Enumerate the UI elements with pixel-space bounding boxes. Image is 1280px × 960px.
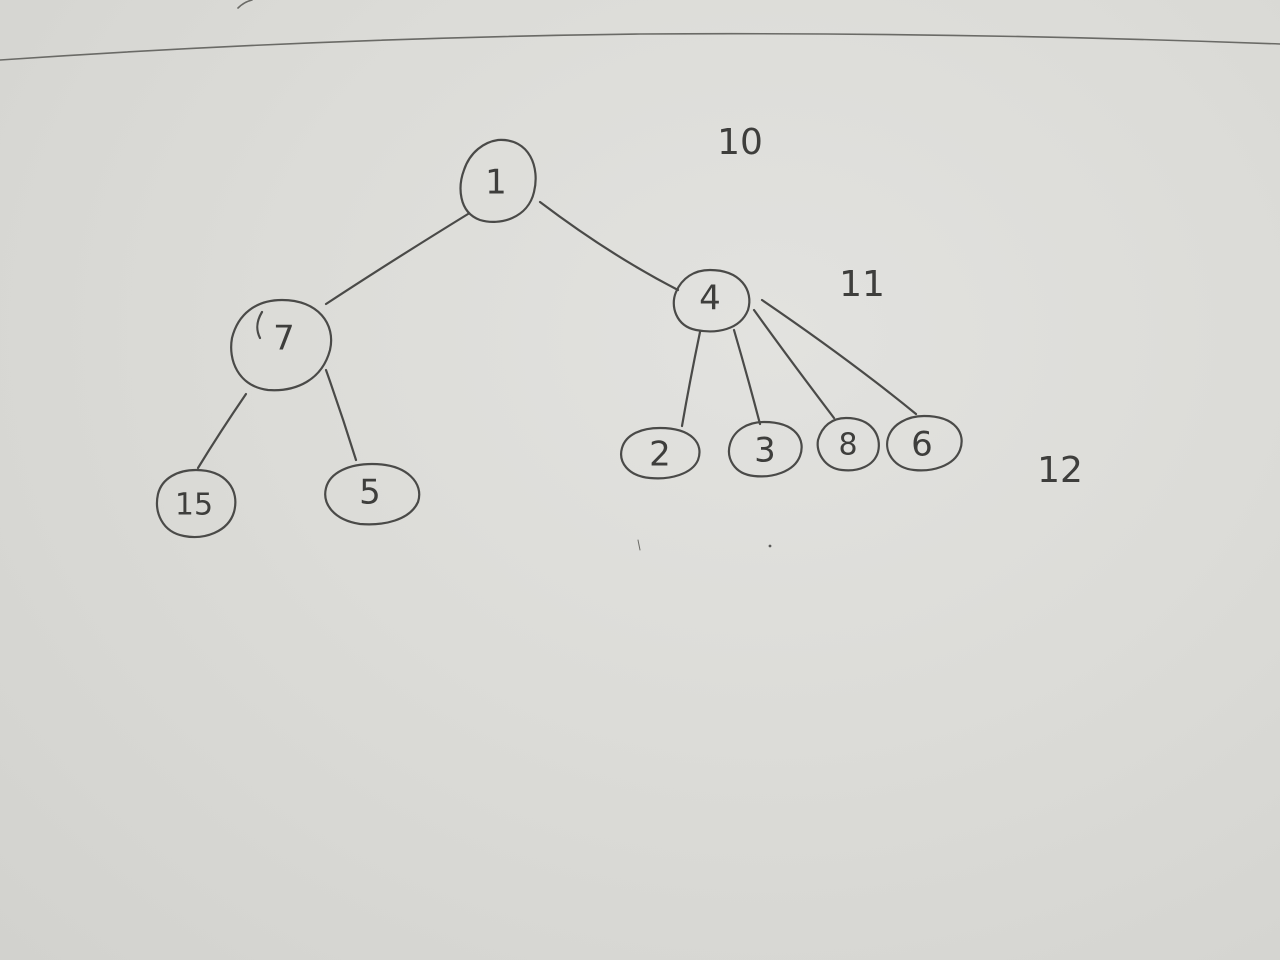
node-n7: 7 xyxy=(230,298,333,392)
paper-scuff xyxy=(637,539,641,551)
node-label: 3 xyxy=(754,431,776,471)
node-label: 4 xyxy=(699,279,721,319)
paper-speck xyxy=(768,544,772,548)
node-n2: 2 xyxy=(620,426,701,480)
edge-n4-n6 xyxy=(760,298,918,416)
level-label-top: 10 xyxy=(717,122,763,163)
node-label: 8 xyxy=(838,428,857,463)
edge-n7-n5 xyxy=(324,368,358,462)
tree-nodes: 1 7 4 15 5 2 3 8 xyxy=(155,138,963,538)
tree-edges xyxy=(196,200,918,470)
node-label: 7 xyxy=(273,319,295,359)
paper-fold-line xyxy=(0,32,1280,61)
node-root: 1 xyxy=(459,138,537,223)
node-n6: 6 xyxy=(886,414,963,472)
edge-n4-n3 xyxy=(732,328,762,426)
node-label: 2 xyxy=(649,435,671,475)
node-n5: 5 xyxy=(324,462,421,526)
node-n15: 15 xyxy=(155,468,237,538)
node-label: 6 xyxy=(911,425,933,465)
node-n8: 8 xyxy=(816,416,880,472)
node-label: 15 xyxy=(175,488,213,523)
edge-n4-n2 xyxy=(680,330,702,428)
level-label-middle: 11 xyxy=(839,264,885,305)
node-label: 1 xyxy=(485,163,507,203)
node-label: 5 xyxy=(359,473,381,513)
paper-corner-mark xyxy=(237,0,253,9)
node-n3: 3 xyxy=(727,420,803,478)
edge-root-n7 xyxy=(324,212,470,306)
edge-root-n4 xyxy=(538,200,680,292)
edge-n7-n15 xyxy=(196,392,248,470)
node-n4: 4 xyxy=(672,268,751,333)
level-labels: 10 11 12 xyxy=(717,122,1083,491)
level-label-bottom: 12 xyxy=(1037,450,1083,491)
edge-n4-n8 xyxy=(752,308,836,420)
